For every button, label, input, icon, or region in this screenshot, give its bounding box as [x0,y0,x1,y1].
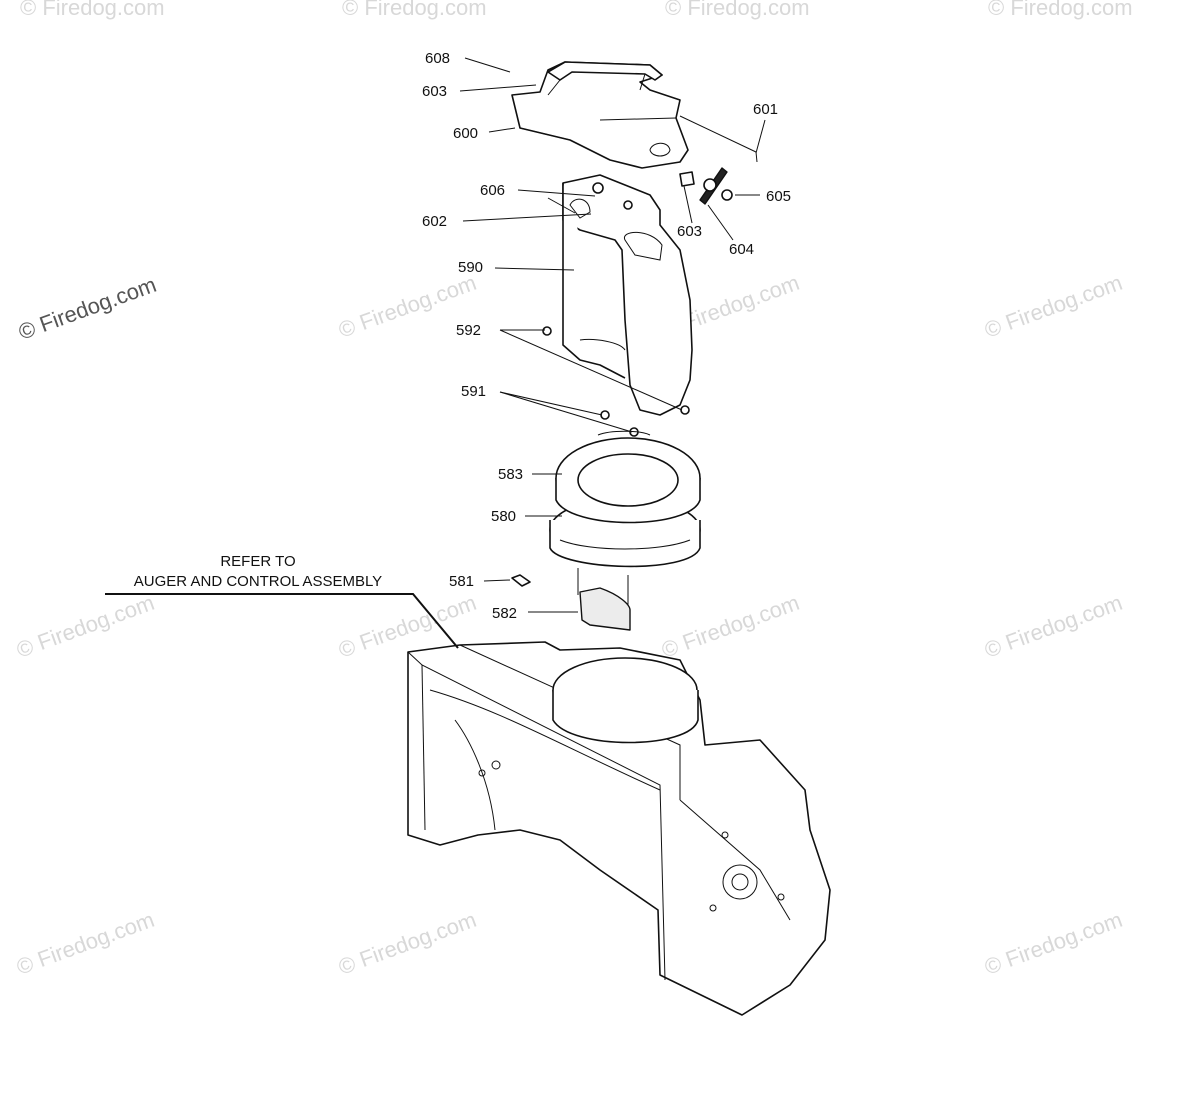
callout-leaders [459,57,766,613]
callout-606: 606 [480,182,505,199]
callout-581: 581 [449,573,474,590]
watermark: © Firedog.com [13,590,157,663]
callout-603: 603 [422,83,447,100]
watermark: © Firedog.com [13,907,157,980]
chute-deflector-part [511,61,689,169]
callout-602: 602 [422,213,447,230]
auger-housing-part [407,641,831,1016]
callout-600: 600 [453,125,478,142]
chute-ring-part [549,430,701,568]
watermark: © Firedog.com [342,0,487,20]
reference-note-line2: AUGER AND CONTROL ASSEMBLY [134,573,382,590]
watermark: © Firedog.com [335,907,479,980]
callout-labels: 608 603 600 601 606 602 605 603 604 590 … [422,50,791,622]
watermark: © Firedog.com [658,590,802,663]
control-knob-part [679,115,758,205]
callout-603-lower: 603 [677,223,702,240]
watermark: © Firedog.com [20,0,165,20]
callout-583: 583 [498,466,523,483]
reference-note-line1: REFER TO [220,553,295,570]
callout-592: 592 [456,322,481,339]
callout-580: 580 [491,508,516,525]
bolt-and-plate-part [511,568,631,631]
callout-604: 604 [729,241,754,258]
callout-591: 591 [461,383,486,400]
callout-601: 601 [753,101,778,118]
watermark-primary: © Firedog.com [15,272,159,345]
upper-chute-part [542,174,693,437]
callout-605: 605 [766,188,791,205]
watermark: © Firedog.com [981,590,1125,663]
reference-note: REFER TO AUGER AND CONTROL ASSEMBLY [134,553,382,590]
callout-582: 582 [492,605,517,622]
callout-590: 590 [458,259,483,276]
watermark: © Firedog.com [981,907,1125,980]
watermark: © Firedog.com [988,0,1133,20]
watermark: © Firedog.com [665,0,810,20]
reference-leader [105,593,459,649]
callout-608: 608 [425,50,450,67]
watermark: © Firedog.com [981,270,1125,343]
